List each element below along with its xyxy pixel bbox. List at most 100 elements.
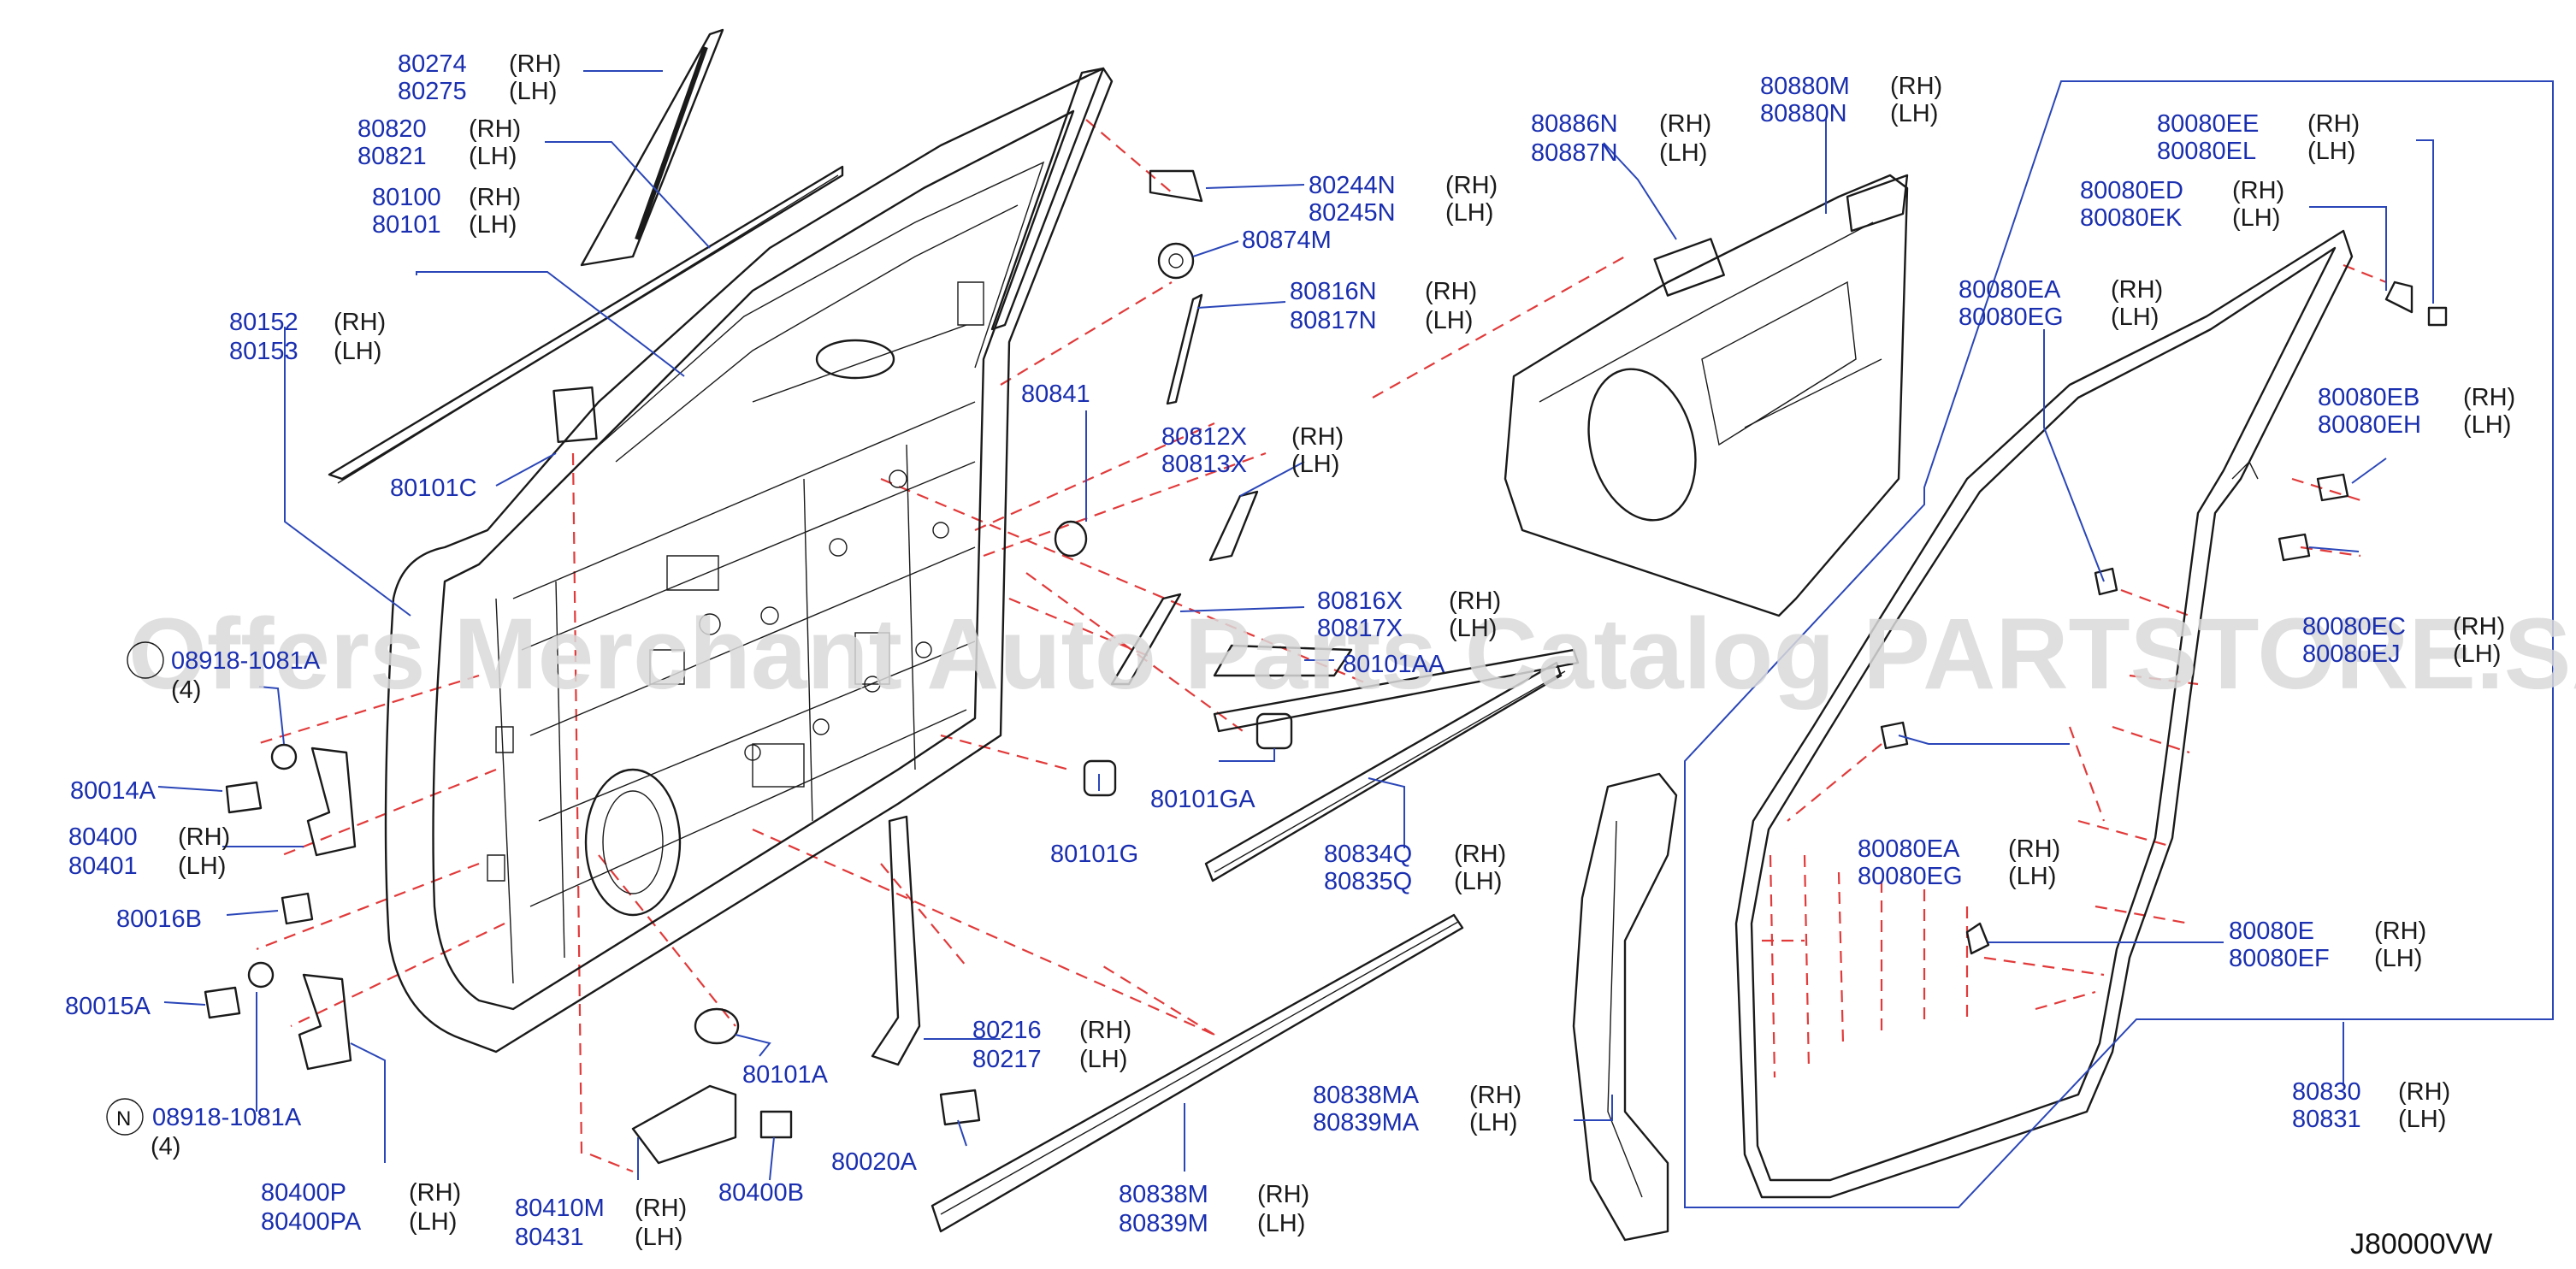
part-number[interactable]: 80401 — [68, 853, 138, 880]
part-number[interactable]: 80431 — [515, 1224, 584, 1251]
label-80152[interactable]: 80152(RH) — [229, 309, 386, 336]
part-number[interactable]: 80275 — [398, 78, 467, 105]
part-number[interactable]: 80874M — [1242, 227, 1332, 254]
part-number[interactable]: 80274 — [398, 50, 467, 78]
part-number[interactable]: 80080EE — [2157, 110, 2259, 138]
part-number[interactable]: 80887N — [1531, 139, 1618, 167]
label-80817N[interactable]: 80817N(LH) — [1290, 307, 1473, 334]
label-80886N[interactable]: 80886N(RH) — [1531, 110, 1711, 138]
label-80880M[interactable]: 80880M(RH) — [1760, 73, 1942, 100]
part-number[interactable]: 80820 — [357, 115, 427, 143]
part-number[interactable]: 80101A — [742, 1061, 829, 1089]
part-number[interactable]: 80816X — [1317, 587, 1403, 615]
label-80080EB[interactable]: 80080EB(RH) — [2318, 384, 2515, 411]
part-number[interactable]: 80100 — [372, 184, 441, 211]
label-80834Q[interactable]: 80834Q(RH) — [1324, 841, 1506, 868]
part-number[interactable]: 80400P — [261, 1179, 346, 1207]
label-80816X[interactable]: 80816X(RH) — [1317, 587, 1501, 615]
label-80153[interactable]: 80153(LH) — [229, 338, 381, 365]
part-number[interactable]: 80080EH — [2318, 411, 2421, 439]
label-80821[interactable]: 80821(LH) — [357, 143, 517, 170]
label-08918-1081A[interactable]: 08918-1081A — [152, 1104, 302, 1131]
part-number[interactable]: 80835Q — [1324, 868, 1412, 895]
label-80400B[interactable]: 80400B — [718, 1179, 804, 1207]
label-80080E[interactable]: 80080E(RH) — [2229, 918, 2426, 945]
part-number[interactable]: 80400PA — [261, 1208, 362, 1236]
part-number[interactable]: 80153 — [229, 338, 298, 365]
label-80839M[interactable]: 80839M(LH) — [1119, 1210, 1305, 1237]
part-number[interactable]: 80838M — [1119, 1181, 1208, 1208]
label-80400P[interactable]: 80400P(RH) — [261, 1179, 461, 1207]
label-80014A[interactable]: 80014A — [70, 777, 157, 805]
label-80880N[interactable]: 80880N(LH) — [1760, 100, 1938, 127]
label-80080EG-top[interactable]: 80080EG(LH) — [1959, 304, 2159, 331]
label-80400[interactable]: 80400(RH) — [68, 823, 230, 851]
label-80080EF[interactable]: 80080EF(LH) — [2229, 945, 2422, 972]
label-80830[interactable]: 80830(RH) — [2292, 1078, 2450, 1106]
part-number[interactable]: 80880N — [1760, 100, 1847, 127]
part-number[interactable]: 80841 — [1021, 381, 1090, 408]
label-80080EG[interactable]: 80080EG(LH) — [1858, 863, 2056, 890]
label-80841[interactable]: 80841 — [1021, 381, 1090, 408]
part-number[interactable]: 80080EB — [2318, 384, 2419, 411]
part-number[interactable]: 80821 — [357, 143, 427, 170]
label-80812X[interactable]: 80812X(RH) — [1161, 423, 1344, 451]
label-80080EA[interactable]: 80080EA(RH) — [1858, 835, 2060, 863]
part-number[interactable]: 80080EK — [2080, 204, 2183, 232]
part-number[interactable]: 80020A — [831, 1148, 918, 1176]
part-number[interactable]: 80812X — [1161, 423, 1247, 451]
label-80838M[interactable]: 80838M(RH) — [1119, 1181, 1309, 1208]
label-80080ED[interactable]: 80080ED(RH) — [2080, 177, 2284, 204]
part-number[interactable]: 80834Q — [1324, 841, 1412, 868]
part-number[interactable]: 80216 — [972, 1017, 1042, 1044]
part-number[interactable]: 80813X — [1161, 451, 1247, 478]
part-number[interactable]: 80101 — [372, 211, 441, 239]
label-80838MA[interactable]: 80838MA(RH) — [1313, 1082, 1521, 1109]
label-80101C[interactable]: 80101C — [390, 475, 477, 502]
part-number[interactable]: 80080E — [2229, 918, 2314, 945]
label-80080EA-top[interactable]: 80080EA(RH) — [1959, 276, 2163, 304]
part-number[interactable]: 80245N — [1309, 199, 1396, 227]
part-number[interactable]: 80831 — [2292, 1106, 2361, 1133]
part-number[interactable]: 80830 — [2292, 1078, 2361, 1106]
part-number[interactable]: 80080EA — [1959, 276, 2061, 304]
label-80816N[interactable]: 80816N(RH) — [1290, 278, 1477, 305]
label-08918-1081A-top[interactable]: 08918-1081A — [171, 647, 321, 675]
part-number[interactable]: 80839MA — [1313, 1109, 1420, 1136]
part-number[interactable]: 80816N — [1290, 278, 1377, 305]
label-80831[interactable]: 80831(LH) — [2292, 1106, 2446, 1133]
label-80245N[interactable]: 80245N(LH) — [1309, 199, 1493, 227]
label-80244N[interactable]: 80244N(RH) — [1309, 172, 1498, 199]
label-80080EH[interactable]: 80080EH(LH) — [2318, 411, 2511, 439]
part-number[interactable]: 80400B — [718, 1179, 804, 1207]
part-number[interactable]: 80080EA — [1858, 835, 1960, 863]
label-80101A[interactable]: 80101A — [742, 1061, 829, 1089]
label-80835Q[interactable]: 80835Q(LH) — [1324, 868, 1502, 895]
label-80080EE[interactable]: 80080EE(RH) — [2157, 110, 2360, 138]
part-number[interactable]: 80080EL — [2157, 138, 2256, 165]
label-80820[interactable]: 80820(RH) — [357, 115, 521, 143]
label-80813X[interactable]: 80813X(LH) — [1161, 451, 1339, 478]
label-80401[interactable]: 80401(LH) — [68, 853, 226, 880]
part-number[interactable]: 80101AA — [1343, 651, 1445, 678]
label-80015A[interactable]: 80015A — [65, 993, 151, 1020]
label-80101GA[interactable]: 80101GA — [1150, 786, 1256, 813]
part-number[interactable]: 80016B — [116, 906, 202, 933]
label-80274[interactable]: 80274(RH) — [398, 50, 561, 78]
part-number[interactable]: 80101C — [390, 475, 477, 502]
label-80216[interactable]: 80216(RH) — [972, 1017, 1131, 1044]
part-number[interactable]: 80152 — [229, 309, 298, 336]
part-number[interactable]: 80217 — [972, 1046, 1042, 1073]
part-number[interactable]: 80080EJ — [2302, 640, 2401, 668]
label-80101G[interactable]: 80101G — [1050, 841, 1138, 868]
label-80101AA[interactable]: 80101AA — [1343, 651, 1445, 678]
part-number[interactable]: 08918-1081A — [152, 1104, 302, 1131]
label-80275[interactable]: 80275(LH) — [398, 78, 557, 105]
part-number[interactable]: 80101GA — [1150, 786, 1256, 813]
label-80101[interactable]: 80101(LH) — [372, 211, 517, 239]
label-80080EC[interactable]: 80080EC(RH) — [2302, 613, 2505, 640]
part-number[interactable]: 80400 — [68, 823, 138, 851]
part-number[interactable]: 80839M — [1119, 1210, 1208, 1237]
part-number[interactable]: 80838MA — [1313, 1082, 1420, 1109]
part-number[interactable]: 80014A — [70, 777, 157, 805]
